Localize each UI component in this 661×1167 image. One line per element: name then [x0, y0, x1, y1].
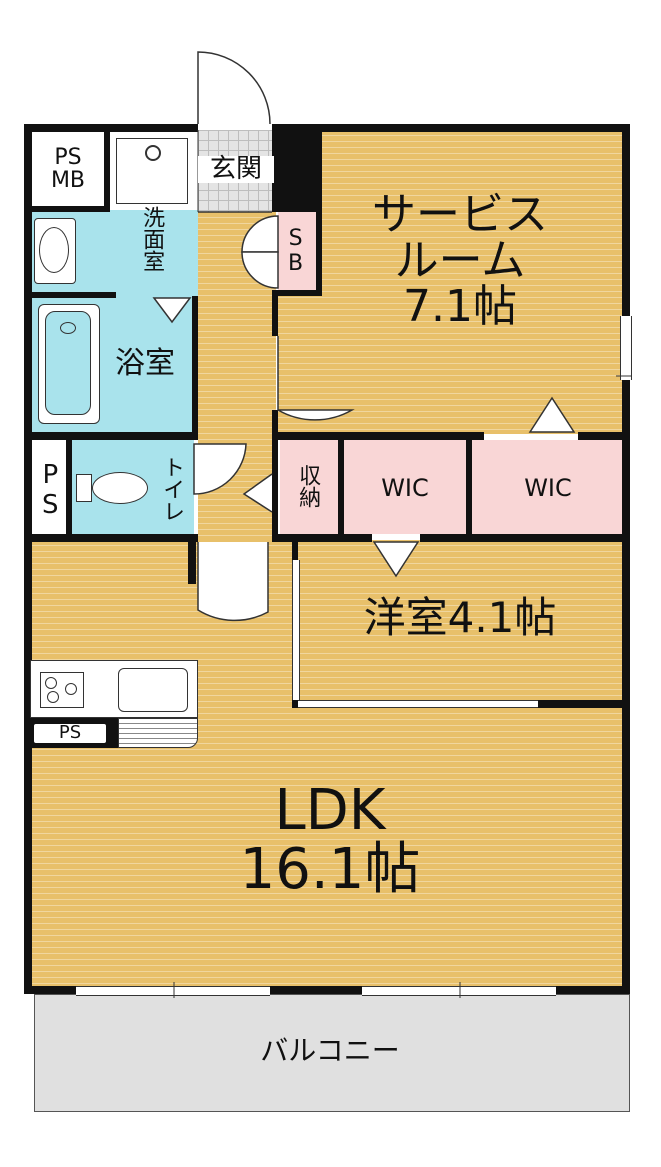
hall-right-wall-lower — [272, 410, 278, 440]
entrance-wall-block — [272, 124, 322, 212]
sink-icon — [118, 668, 188, 712]
western-left-sliding — [292, 560, 300, 700]
ldk-floor — [30, 540, 624, 990]
ps-mb-line2: MB — [50, 168, 86, 194]
service-room-size: 7.1帖 — [403, 281, 517, 333]
ps-kitchen-label: PS — [34, 723, 106, 743]
stove-icon — [40, 672, 84, 708]
psmb-wall-bottom — [30, 206, 110, 212]
ps-mb-line1: PS — [54, 145, 82, 170]
ldk-line2: 16.1帖 — [239, 836, 421, 902]
washing-machine-icon — [116, 138, 188, 204]
wic-bottom-wall-right — [420, 534, 630, 542]
balcony-label: バルコニー — [260, 1034, 400, 1067]
wash-basin-icon — [34, 218, 76, 284]
toilet-label: トイレ — [159, 456, 185, 522]
counter-strip — [118, 718, 198, 748]
service-room-window — [620, 316, 632, 380]
outer-wall-top-right — [272, 124, 630, 132]
ldk-label: LDK 16.1帖 — [200, 778, 460, 902]
storage-wall-left — [272, 440, 278, 534]
wic-divider — [466, 440, 472, 536]
ps-toilet-area — [30, 440, 70, 534]
ldk-window-right — [362, 986, 556, 996]
wic-1-floor — [342, 440, 468, 534]
sb-wall-bottom — [272, 290, 322, 296]
outer-wall-right-upper — [622, 124, 630, 316]
toilet-icon — [76, 470, 152, 506]
ps-toilet-label: PS — [35, 460, 66, 520]
hallway-floor — [198, 212, 276, 542]
wic-1-label: WIC — [381, 474, 429, 502]
wet-core-bottom — [30, 432, 198, 440]
wic-2-label: WIC — [524, 474, 572, 502]
storage-floor — [280, 440, 340, 534]
shoe-box-label: SB — [283, 226, 309, 276]
sb-wall-right — [316, 130, 322, 296]
outer-wall-right-lower — [622, 380, 630, 994]
service-room-line2: ルーム — [394, 235, 526, 287]
western-left-wall — [292, 540, 298, 560]
wic-bottom-wall — [272, 534, 372, 542]
wic-2-floor — [472, 440, 624, 534]
washroom-bath-divider — [30, 292, 116, 298]
bath-wall-right — [192, 296, 198, 436]
toilet-wall-bottom — [30, 534, 198, 542]
bathroom-label: 浴室 — [115, 346, 175, 381]
hall-right-wall-upper — [272, 296, 278, 336]
shoe-box-floor — [278, 212, 318, 292]
bathtub-icon — [38, 304, 100, 424]
hall-left-stub — [188, 540, 196, 584]
ps-mb-label: PS MB — [30, 146, 106, 192]
outer-wall-top-left — [24, 124, 198, 132]
service-room-label: サービス ルーム 7.1帖 — [340, 189, 580, 333]
western-room-label: 洋室4.1帖 — [363, 593, 557, 642]
entrance-label: 玄関 — [198, 155, 274, 184]
service-bottom-wall — [272, 432, 484, 440]
balcony-floor — [34, 994, 630, 1112]
western-sliding-door — [298, 700, 538, 708]
ldk-line1: LDK — [274, 778, 386, 843]
outer-wall-left — [24, 124, 32, 994]
psmb-wall-right — [104, 130, 110, 210]
service-room-line1: サービス — [372, 189, 548, 240]
storage-wic-divider — [338, 440, 344, 536]
service-bottom-wall-right — [578, 432, 630, 440]
ps-mb-area — [30, 130, 106, 210]
ps-toilet-divider — [66, 440, 72, 536]
ldk-window-left — [76, 986, 270, 996]
storage-label: 収納 — [295, 464, 321, 508]
washroom-label: 洗面室 — [139, 206, 165, 272]
outer-wall-bottom — [24, 986, 630, 994]
